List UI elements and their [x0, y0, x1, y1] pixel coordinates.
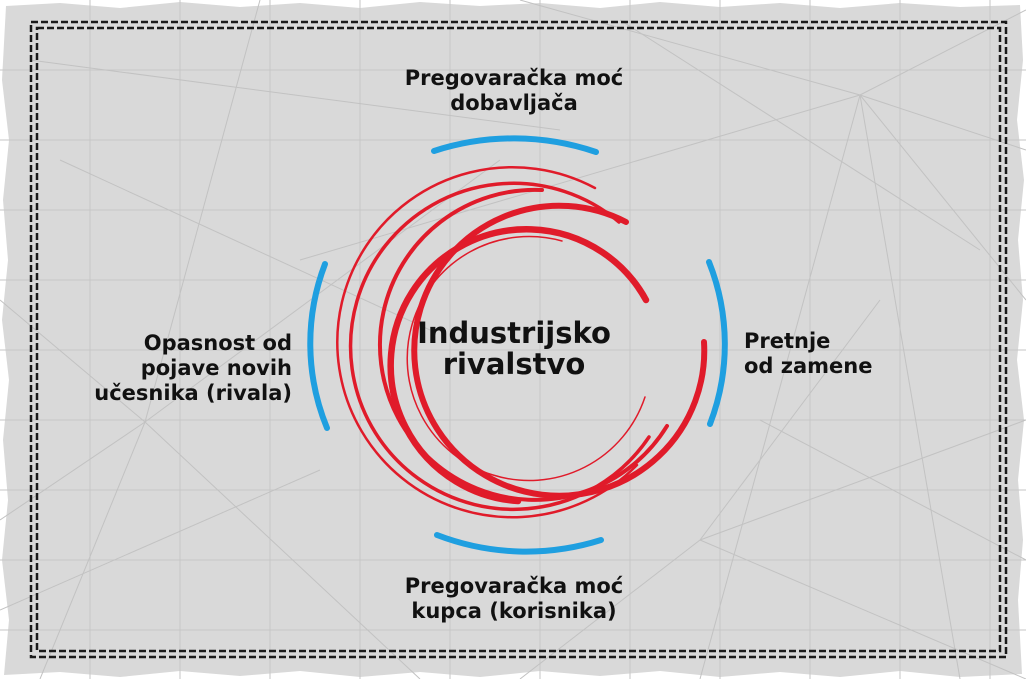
force-label-line: kupca (korisnika)	[411, 599, 617, 623]
force-label-line: od zamene	[744, 354, 873, 378]
force-label-line: Opasnost od	[143, 331, 292, 355]
force-label-threat-of-substitutes: Pretnje od zamene	[744, 329, 944, 379]
rivalry-ring-4	[411, 202, 708, 499]
rivalry-ring-5	[387, 226, 650, 505]
force-arc-left	[307, 261, 330, 431]
force-label-threat-of-new-entrants: Opasnost od pojave novih učesnika (rival…	[46, 331, 292, 406]
rivalry-ring-2	[348, 181, 651, 512]
force-arc-bottom	[434, 532, 604, 555]
force-arc-top	[431, 135, 599, 155]
force-label-line: Pregovaračka moć	[404, 574, 624, 598]
double-dashed-border	[29, 20, 1008, 659]
force-label-line: dobavljača	[450, 91, 578, 115]
rivalry-rings	[336, 165, 708, 519]
center-title-line: Industrijsko	[417, 316, 611, 350]
force-label-line: učesnika (rivala)	[94, 381, 292, 405]
rivalry-ring-inner	[406, 235, 646, 482]
center-title-industry-rivalry: Industrijsko rivalstvo	[394, 318, 634, 380]
force-arc-right	[706, 259, 728, 427]
force-arcs	[307, 135, 728, 555]
force-label-supplier-power: Pregovaračka moć dobavljača	[364, 66, 664, 116]
force-label-line: Pregovaračka moć	[404, 66, 624, 90]
force-label-buyer-power: Pregovaračka moć kupca (korisnika)	[364, 574, 664, 624]
force-label-line: pojave novih	[140, 356, 292, 380]
center-title-line: rivalstvo	[442, 347, 586, 381]
rivalry-ring-outer	[336, 165, 639, 519]
force-label-line: Pretnje	[744, 329, 831, 353]
